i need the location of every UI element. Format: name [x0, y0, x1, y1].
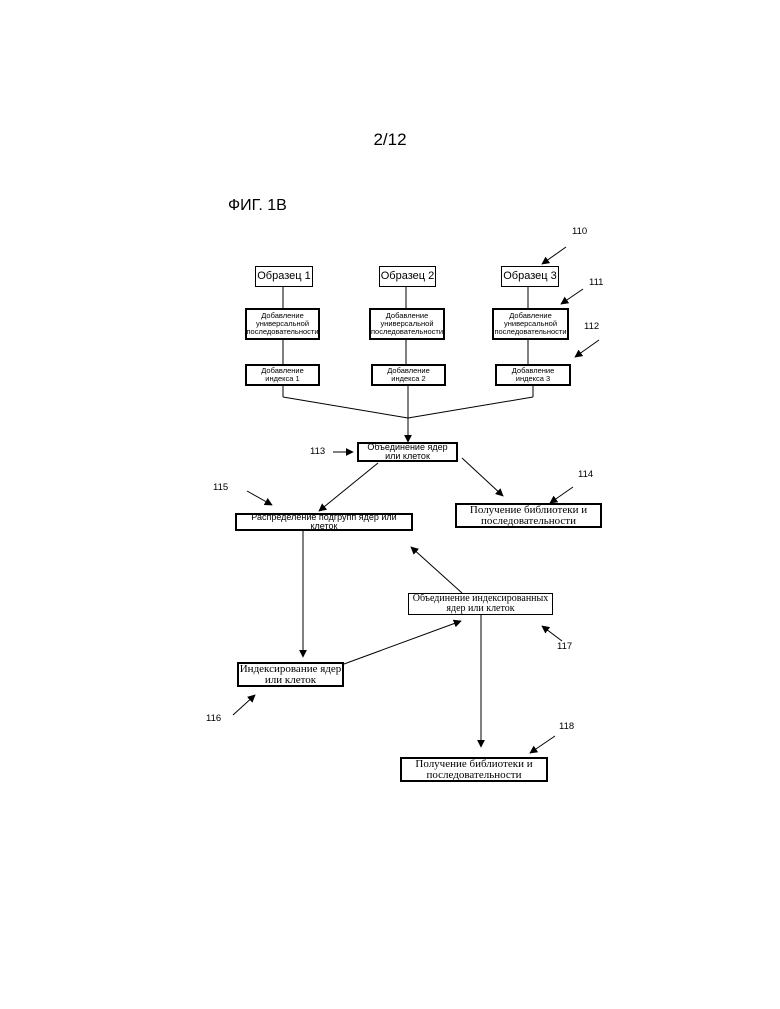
sample-1-box: Образец 1: [255, 266, 313, 287]
ref-pointer-117: [542, 626, 562, 641]
arrow-pool-to-library: [462, 458, 503, 496]
ref-pointer-118: [530, 736, 555, 753]
library-box-top: Получение библиотеки и последовательност…: [455, 503, 602, 528]
ref-pointer-110: [542, 247, 566, 264]
merge-line-1b: [283, 397, 408, 418]
arrow-pooled-to-distribution: [411, 547, 462, 593]
sample-3-box: Образец 3: [501, 266, 559, 287]
universal-sequence-box-3: Добавление универсальной последовательно…: [492, 308, 569, 340]
ref-112: 112: [584, 321, 599, 332]
ref-pointer-114: [550, 487, 573, 503]
index-box-3: Добавление индекса 3: [495, 364, 571, 386]
index-box-2: Добавление индекса 2: [371, 364, 446, 386]
page-number: 2/12: [0, 130, 780, 150]
arrow-indexing-to-pooled: [344, 621, 461, 664]
sample-2-box: Образец 2: [379, 266, 436, 287]
library-box-bottom: Получение библиотеки и последовательност…: [400, 757, 548, 782]
ref-pointer-111: [561, 289, 583, 304]
figure-title: ФИГ. 1В: [228, 197, 287, 215]
ref-116: 116: [206, 713, 221, 724]
ref-111: 111: [589, 277, 603, 288]
index-box-1: Добавление индекса 1: [245, 364, 320, 386]
ref-113: 113: [310, 446, 325, 457]
universal-sequence-box-2: Добавление универсальной последовательно…: [369, 308, 445, 340]
ref-pointer-112: [575, 340, 599, 357]
pooled-indexed-box: Объединение индексированных ядер или кле…: [408, 593, 553, 615]
universal-sequence-box-1: Добавление универсальной последовательно…: [245, 308, 320, 340]
indexing-box: Индексирование ядер или клеток: [237, 662, 344, 687]
merge-line-3b: [408, 397, 533, 418]
ref-pointer-115: [247, 491, 272, 505]
ref-118: 118: [559, 721, 574, 732]
arrow-pool-to-distribution: [319, 463, 378, 511]
ref-117: 117: [557, 641, 572, 652]
ref-115: 115: [213, 482, 228, 493]
ref-110: 110: [572, 226, 587, 237]
ref-pointer-116: [233, 695, 255, 715]
pool-box: Объединение ядер или клеток: [357, 442, 458, 462]
ref-114: 114: [578, 469, 593, 480]
distribution-box: Распределение подгрупп ядер или клеток: [235, 513, 413, 531]
